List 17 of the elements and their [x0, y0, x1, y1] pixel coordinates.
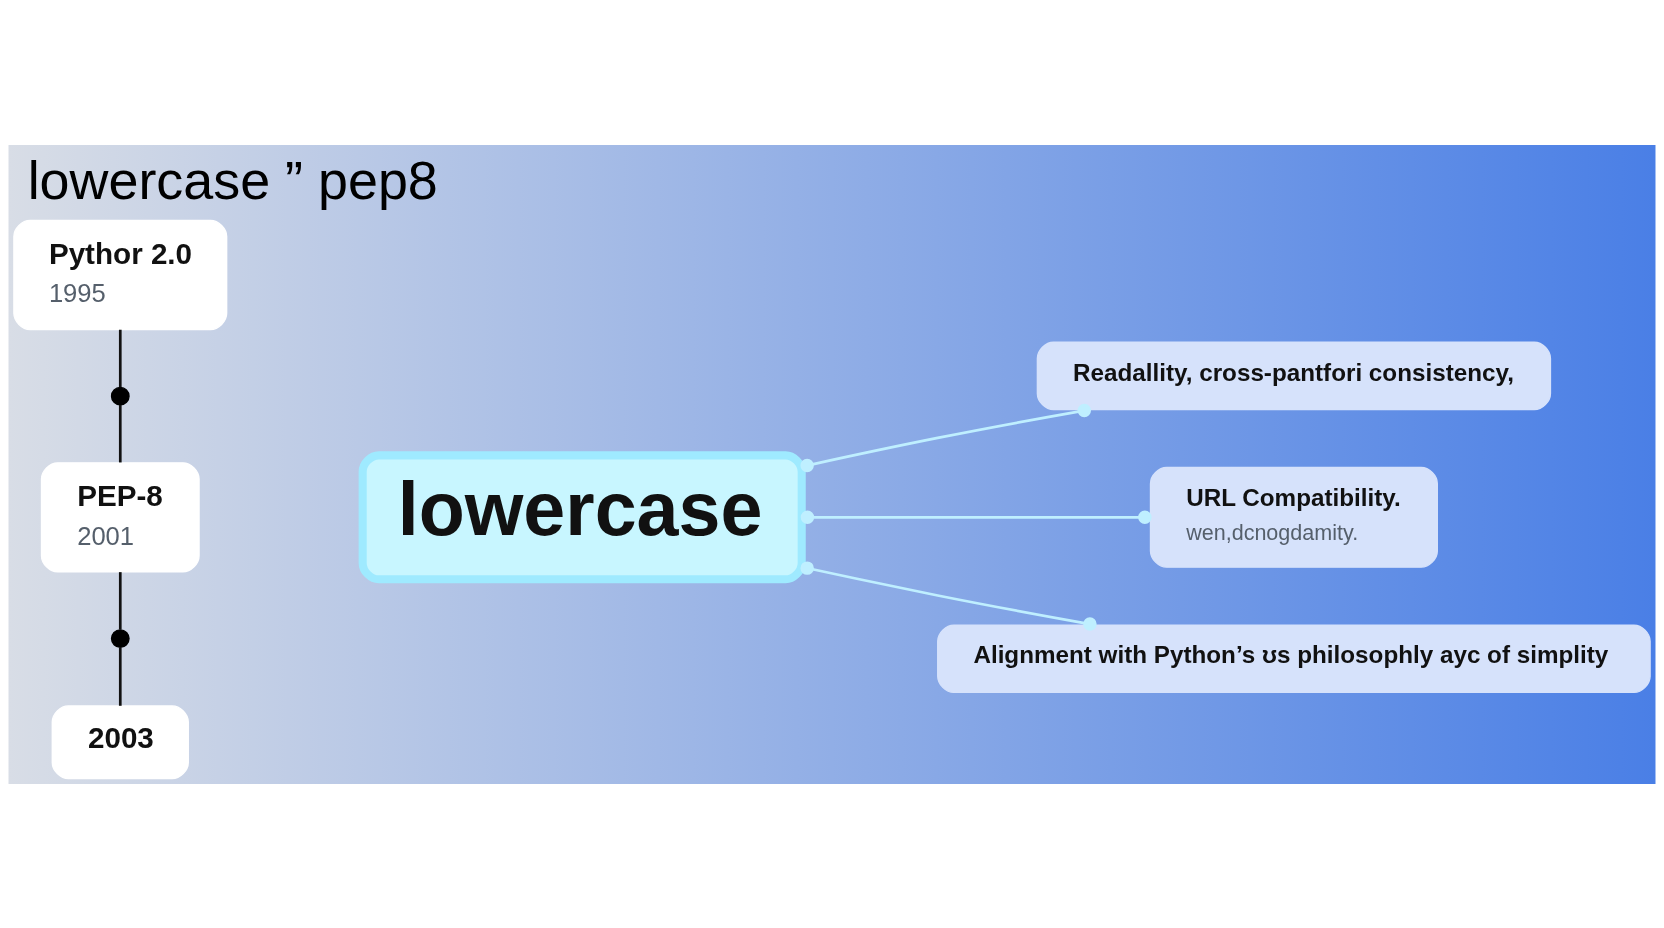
node-circle: [110, 386, 130, 406]
node-box: 2003: [51, 704, 189, 779]
node-box: Alignment with Python’s ʊs philosophly ayc of simplity: [937, 623, 1651, 693]
connector: [118, 647, 122, 706]
connector: [800, 560, 1097, 631]
connector: [800, 403, 1091, 472]
node-box: Pythor 2.0 1995: [13, 219, 228, 330]
node-box: URL Compatibility. wen,dcnogdamity.: [1149, 466, 1438, 568]
node-box: PEP-8 2001: [40, 461, 200, 573]
diagram-title: lowercase ” pep8: [27, 149, 438, 210]
node-circle: [110, 628, 130, 648]
connector: [118, 571, 122, 630]
connector: [118, 329, 122, 387]
node-box: lowercase: [358, 450, 806, 583]
connector: [800, 510, 1152, 524]
connector: [118, 404, 122, 462]
node-box: Readallity, cross-pantfori consistency,: [1036, 341, 1552, 410]
